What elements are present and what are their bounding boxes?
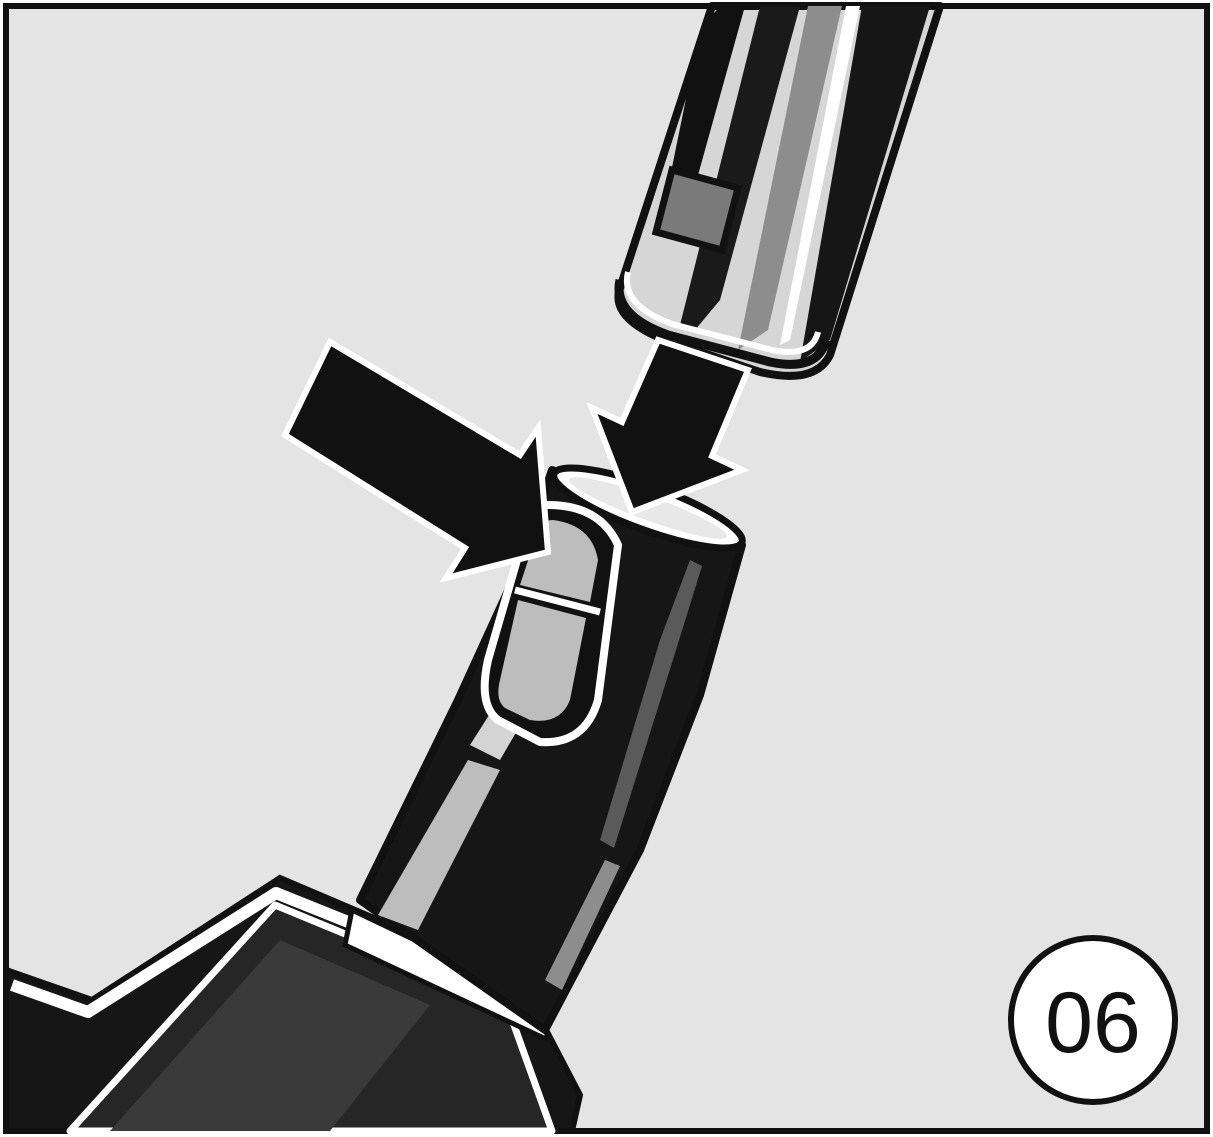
tube-lock-window: [656, 170, 738, 250]
step-badge: 06: [1011, 938, 1175, 1102]
step-number: 06: [1045, 975, 1141, 1071]
